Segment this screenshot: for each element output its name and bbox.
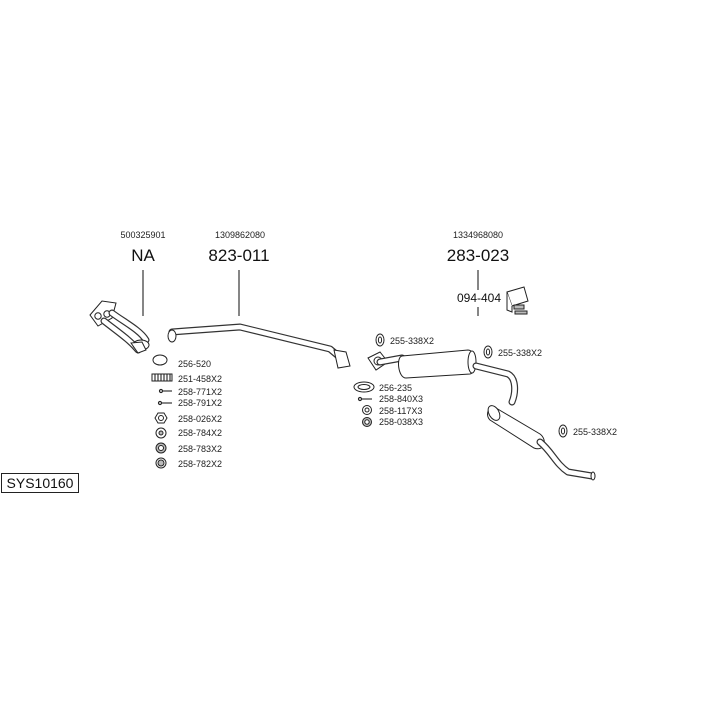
hardware-label-251-458[interactable]: 251-458X2 [178,374,222,384]
rubber-mount-icon-2 [483,345,493,359]
hardware-label-258-026[interactable]: 258-026X2 [178,414,222,424]
screw-icon [157,400,172,406]
hardware-label-258-783[interactable]: 258-783X2 [178,444,222,454]
system-code-label: SYS10160 [1,473,79,493]
oe-number-middle-pipe: 1309862080 [215,230,265,240]
rubber-mount-icon-1 [375,333,385,347]
part-number-middle-pipe[interactable]: 823-011 [208,246,269,265]
rear-silencer-drawing[interactable] [486,404,596,481]
gasket-icon [152,354,168,366]
hardware-label-256-235[interactable]: 256-235 [379,383,412,393]
hardware-label-258-782[interactable]: 258-782X2 [178,459,222,469]
part-number-front-pipe[interactable]: NA [131,246,155,265]
hardware-label-258-791[interactable]: 258-791X2 [178,398,222,408]
part-number-rear-silencer[interactable]: 283-023 [447,246,509,265]
hardware-label-258-038[interactable]: 258-038X3 [379,417,423,427]
hardware-label-255-338-c[interactable]: 255-338X2 [573,427,617,437]
hardware-label-256-520[interactable]: 256-520 [178,359,211,369]
spring-icon [151,373,173,382]
hardware-label-258-784[interactable]: 258-784X2 [178,428,222,438]
hardware-label-255-338-b[interactable]: 255-338X2 [498,348,542,358]
hardware-label-258-771[interactable]: 258-771X2 [178,387,222,397]
hardware-label-258-840[interactable]: 258-840X3 [379,394,423,404]
hardware-label-255-338-a[interactable]: 255-338X2 [390,336,434,346]
front-pipe-drawing[interactable] [89,300,150,354]
oe-number-rear-silencer: 1334968080 [453,230,503,240]
part-number-bracket[interactable]: 094-404 [457,291,501,305]
middle-hardware-icons [353,381,375,427]
bolt-icon [357,396,372,402]
oe-number-front-pipe: 500325901 [120,230,165,240]
bracket-drawing[interactable] [506,286,529,315]
bolt-icon [158,388,172,394]
left-hardware-icons [151,354,173,469]
middle-pipe-drawing[interactable] [167,323,351,369]
front-silencer-drawing[interactable] [376,349,519,406]
hardware-label-258-117[interactable]: 258-117X3 [379,406,422,416]
rubber-mount-icon-3 [558,424,568,438]
